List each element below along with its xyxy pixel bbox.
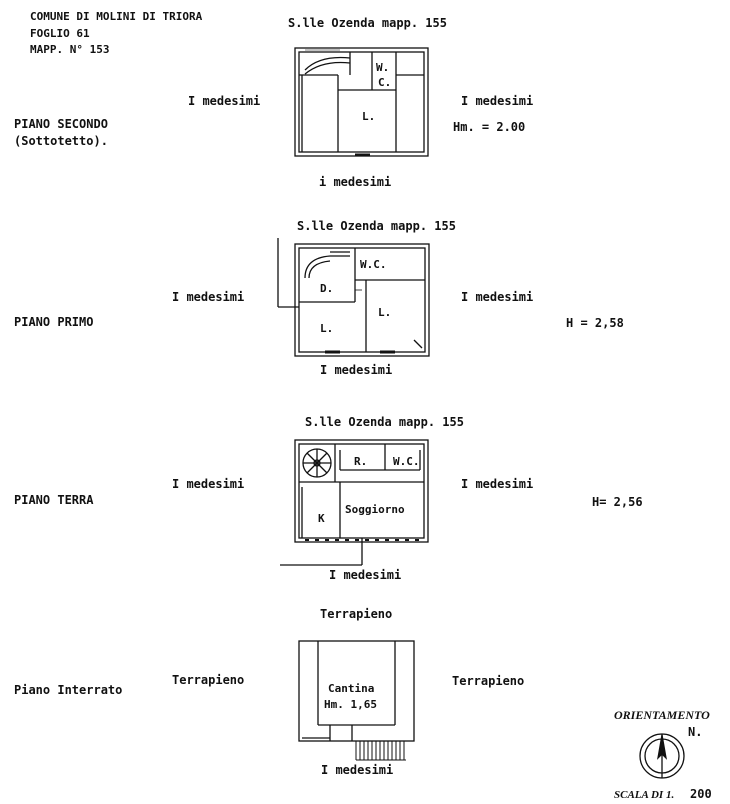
interrato-west-label: Terrapieno: [172, 673, 245, 687]
mappale-header: MAPP. N° 153: [30, 43, 110, 56]
primo-south-label: I medesimi: [320, 363, 393, 377]
secondo-room-wc-w: W.: [376, 61, 389, 74]
comune-header: COMUNE DI MOLINI DI TRIORA: [30, 10, 203, 23]
primo-inner-wall: [298, 247, 426, 353]
terra-room-k: K: [318, 512, 325, 525]
north-label: N.: [688, 725, 703, 739]
secondo-west-label: I medesimi: [188, 94, 261, 108]
terra-south-label: I medesimi: [329, 568, 402, 582]
interrato-north-label: Terrapieno: [320, 607, 393, 621]
interrato-south-label: I medesimi: [321, 763, 394, 777]
terra-north-label: S.lle Ozenda mapp. 155: [305, 415, 464, 429]
secondo-outer-wall: [294, 47, 429, 157]
scale-value: 200: [690, 787, 712, 801]
terra-east-label: I medesimi: [461, 477, 534, 491]
primo-room-l1: L.: [320, 322, 333, 335]
orientation-label: ORIENTAMENTO: [614, 708, 710, 722]
terra-room-wc: W.C.: [393, 455, 420, 468]
secondo-north-label: S.lle Ozenda mapp. 155: [288, 16, 447, 30]
scale-label: SCALA DI 1.: [614, 789, 675, 801]
terra-room-soggiorno: Soggiorno: [345, 503, 405, 516]
secondo-floor-subtitle: (Sottotetto).: [14, 134, 108, 148]
primo-north-label: S.lle Ozenda mapp. 155: [297, 219, 456, 233]
secondo-floor-name: PIANO SECONDO: [14, 117, 108, 131]
secondo-height: Hm. = 2.00: [453, 120, 526, 134]
interrato-east-label: Terrapieno: [452, 674, 525, 688]
primo-height: H = 2,58: [566, 316, 624, 330]
primo-west-label: I medesimi: [172, 290, 245, 304]
foglio-header: FOGLIO 61: [30, 27, 90, 40]
secondo-inner-wall: [298, 51, 425, 153]
terra-height: H= 2,56: [592, 495, 643, 509]
primo-room-d: D.: [320, 282, 333, 295]
secondo-room-living: L.: [362, 110, 375, 123]
terra-west-label: I medesimi: [172, 477, 245, 491]
interrato-room-cantina: Cantina: [328, 682, 374, 695]
interrato-floor-name: Piano Interrato: [14, 683, 123, 697]
primo-room-l2: L.: [378, 306, 391, 319]
terra-room-r: R.: [354, 455, 367, 468]
primo-east-label: I medesimi: [461, 290, 534, 304]
secondo-room-wc-c: C.: [378, 76, 391, 89]
secondo-south-label: i medesimi: [319, 175, 392, 189]
primo-room-wc: W.C.: [360, 258, 387, 271]
secondo-east-label: I medesimi: [461, 94, 534, 108]
primo-floor-name: PIANO PRIMO: [14, 315, 94, 329]
interrato-height: Hm. 1,65: [324, 698, 377, 711]
primo-outer-wall: [294, 243, 430, 357]
terra-floor-name: PIANO TERRA: [14, 493, 94, 507]
compass-icon: [639, 733, 685, 779]
